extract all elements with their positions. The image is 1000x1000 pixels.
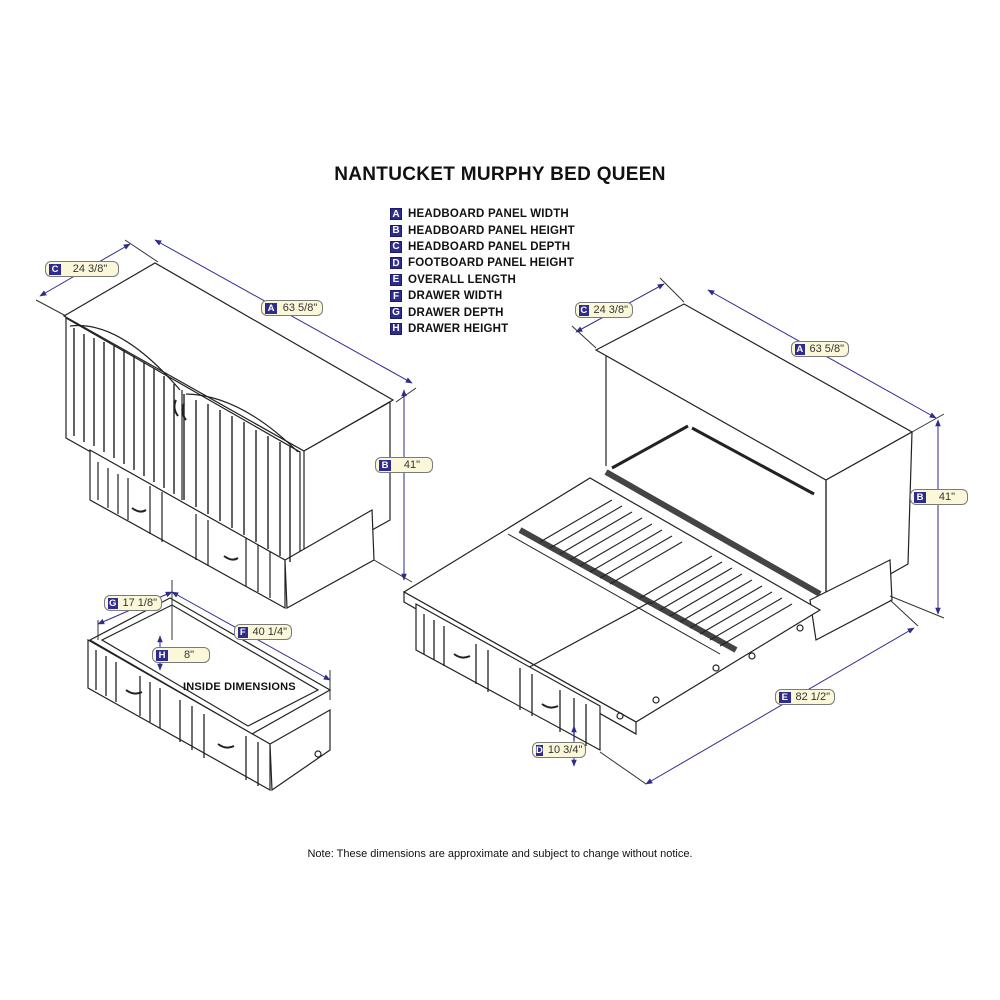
dimension-callout-open-width: A 63 5/8" (791, 341, 849, 357)
dimension-value: 10 3/4" (547, 744, 583, 756)
dimension-value: 41" (403, 459, 421, 471)
dimension-value: 24 3/8" (72, 263, 108, 275)
legend-item: D FOOTBOARD PANEL HEIGHT (390, 255, 575, 271)
legend-label: FOOTBOARD PANEL HEIGHT (408, 257, 575, 270)
dimension-legend: A HEADBOARD PANEL WIDTH B HEADBOARD PANEL … (390, 206, 575, 337)
dimension-callout-overall-length: E 82 1/2" (775, 689, 835, 705)
legend-label: DRAWER DEPTH (408, 306, 504, 319)
dimension-value: 8" (183, 649, 195, 661)
dimension-key-badge: F (238, 626, 248, 638)
legend-key-badge: E (390, 273, 402, 286)
dimension-callout-closed-height: B 41" (375, 457, 433, 473)
inside-dimensions-label: INSIDE DIMENSIONS (183, 681, 296, 693)
dimension-key-badge: A (265, 302, 277, 314)
dimension-callout-drawer-height: H 8" (152, 647, 210, 663)
drawer-drawing (87, 597, 332, 792)
dimension-key-badge: A (795, 343, 805, 355)
dimension-callout-closed-depth: C 24 3/8" (45, 261, 119, 277)
dimension-key-badge: H (156, 649, 168, 661)
legend-key-badge: A (390, 208, 402, 221)
disclaimer-note: Note: These dimensions are approximate a… (307, 848, 693, 860)
dimension-value: 17 1/8" (122, 597, 158, 609)
dimension-callout-footboard-height: D 10 3/4" (532, 742, 586, 758)
legend-item: A HEADBOARD PANEL WIDTH (390, 206, 575, 222)
legend-key-badge: B (390, 224, 402, 237)
dimension-value: 24 3/8" (593, 304, 629, 316)
dimension-value: 63 5/8" (282, 302, 318, 314)
legend-label: HEADBOARD PANEL WIDTH (408, 208, 569, 221)
legend-key-badge: C (390, 240, 402, 253)
dimension-key-badge: B (379, 459, 391, 471)
legend-key-badge: F (390, 290, 402, 303)
legend-label: DRAWER HEIGHT (408, 322, 509, 335)
legend-item: C HEADBOARD PANEL DEPTH (390, 239, 575, 255)
legend-label: HEADBOARD PANEL HEIGHT (408, 224, 575, 237)
dimension-key-badge: B (914, 491, 926, 503)
open-bed-drawing (402, 303, 914, 752)
dimension-callout-open-height: B 41" (910, 489, 968, 505)
dimension-callout-drawer-width: F 40 1/4" (234, 624, 292, 640)
dimension-key-badge: E (779, 691, 791, 703)
dimension-callout-drawer-depth: G 17 1/8" (104, 595, 162, 611)
legend-label: HEADBOARD PANEL DEPTH (408, 240, 571, 253)
diagram-title: NANTUCKET MURPHY BED QUEEN (334, 164, 666, 185)
legend-item: G DRAWER DEPTH (390, 304, 575, 320)
legend-item: B HEADBOARD PANEL HEIGHT (390, 222, 575, 238)
dimension-key-badge: C (579, 304, 589, 316)
closed-cabinet-drawing (62, 262, 395, 610)
dimension-key-badge: D (536, 744, 543, 756)
dimension-value: 40 1/4" (252, 626, 288, 638)
dimension-key-badge: G (108, 597, 118, 609)
legend-item: H DRAWER HEIGHT (390, 321, 575, 337)
dimension-value: 63 5/8" (809, 343, 845, 355)
legend-label: DRAWER WIDTH (408, 290, 503, 303)
legend-label: OVERALL LENGTH (408, 273, 517, 286)
legend-key-badge: H (390, 322, 402, 335)
legend-key-badge: D (390, 257, 402, 270)
legend-key-badge: G (390, 306, 402, 319)
legend-item: E OVERALL LENGTH (390, 272, 575, 288)
dimension-key-badge: C (49, 263, 61, 275)
dimension-value: 82 1/2" (795, 691, 831, 703)
dimension-callout-open-depth: C 24 3/8" (575, 302, 633, 318)
dimension-value: 41" (938, 491, 956, 503)
legend-item: F DRAWER WIDTH (390, 288, 575, 304)
dimension-callout-closed-width: A 63 5/8" (261, 300, 323, 316)
